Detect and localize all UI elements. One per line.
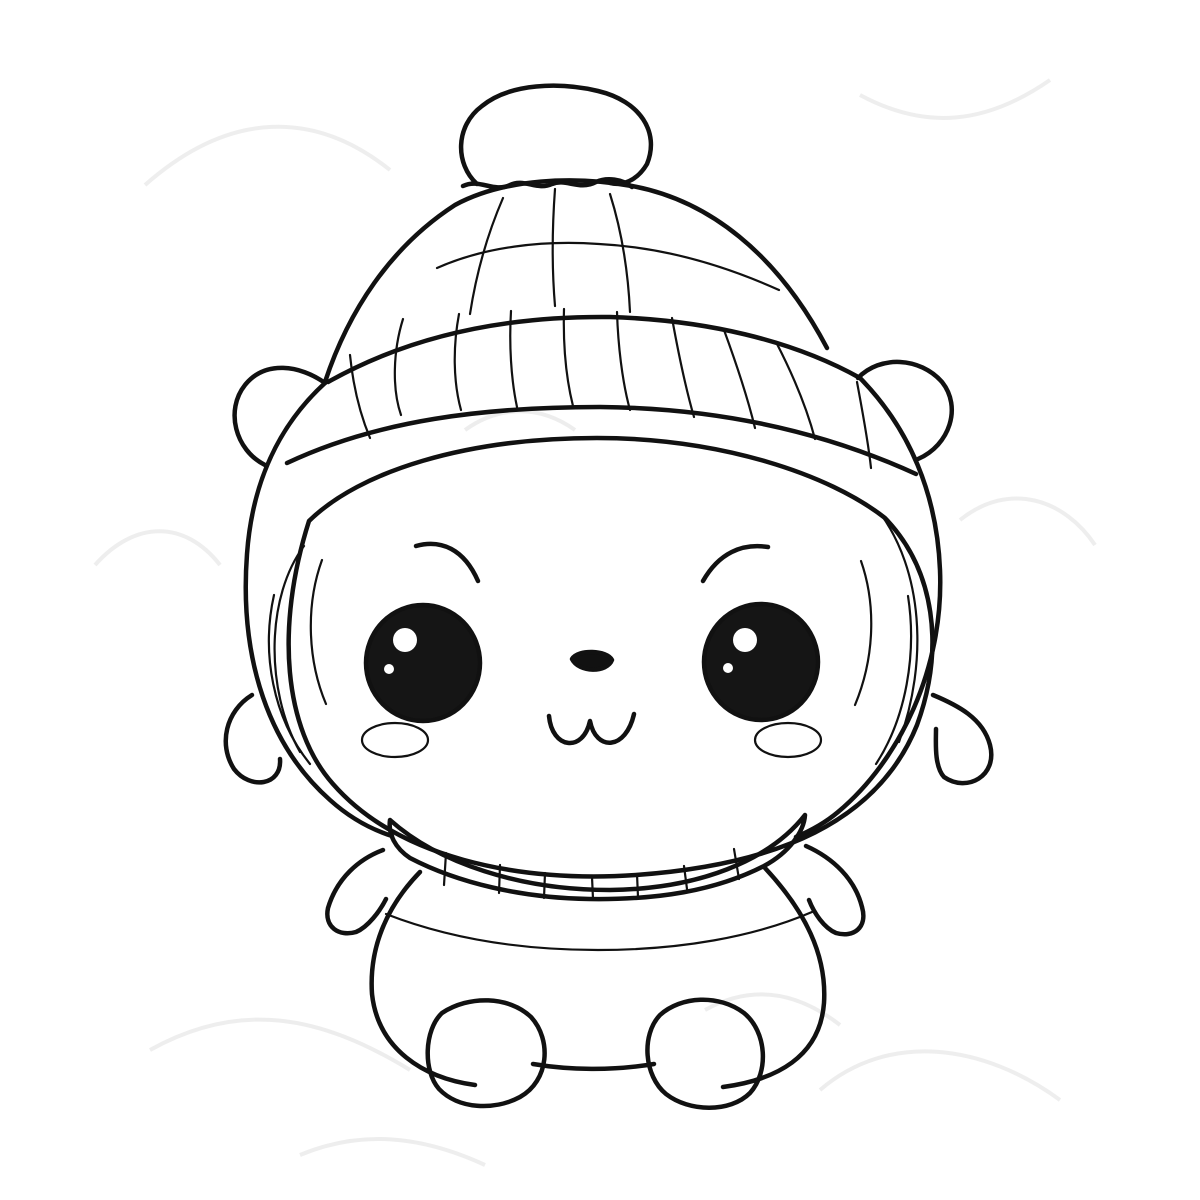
right-eye [701,601,821,723]
face-opening-outline [286,435,935,879]
mouth [546,711,637,746]
bear-icon [223,83,994,1110]
scarf-rib-lines [442,847,741,901]
left-eye-highlight-large [393,628,417,652]
right-ear-outline [855,359,954,462]
shirt-hem-line [384,910,814,952]
left-eyebrow [413,541,481,584]
right-eye-highlight-large [733,628,757,652]
left-ear-outline [232,365,328,468]
hood-knit-lines [267,511,919,766]
right-foot [645,997,765,1110]
right-eye-highlight-small [723,663,733,673]
beanie-pompom [458,83,654,187]
right-eyebrow [700,543,771,584]
left-foot [425,998,547,1109]
left-arm [325,847,389,936]
beanie-folded-band-top [325,314,863,385]
beanie-knit-lines [348,187,873,470]
body-bottom-line [530,1061,657,1072]
right-cheek [753,721,823,759]
right-hood-tie [930,692,994,786]
left-hood-tie [223,692,283,785]
hood-outline [243,380,395,839]
neck-scarf-outline [387,812,808,902]
beanie-top-outline [322,178,830,385]
nose [569,649,615,672]
beanie-folded-band-bottom [284,404,919,477]
left-eye-highlight-small [384,664,394,674]
right-arm [803,843,866,937]
left-cheek [360,721,430,759]
left-eye [363,602,483,724]
